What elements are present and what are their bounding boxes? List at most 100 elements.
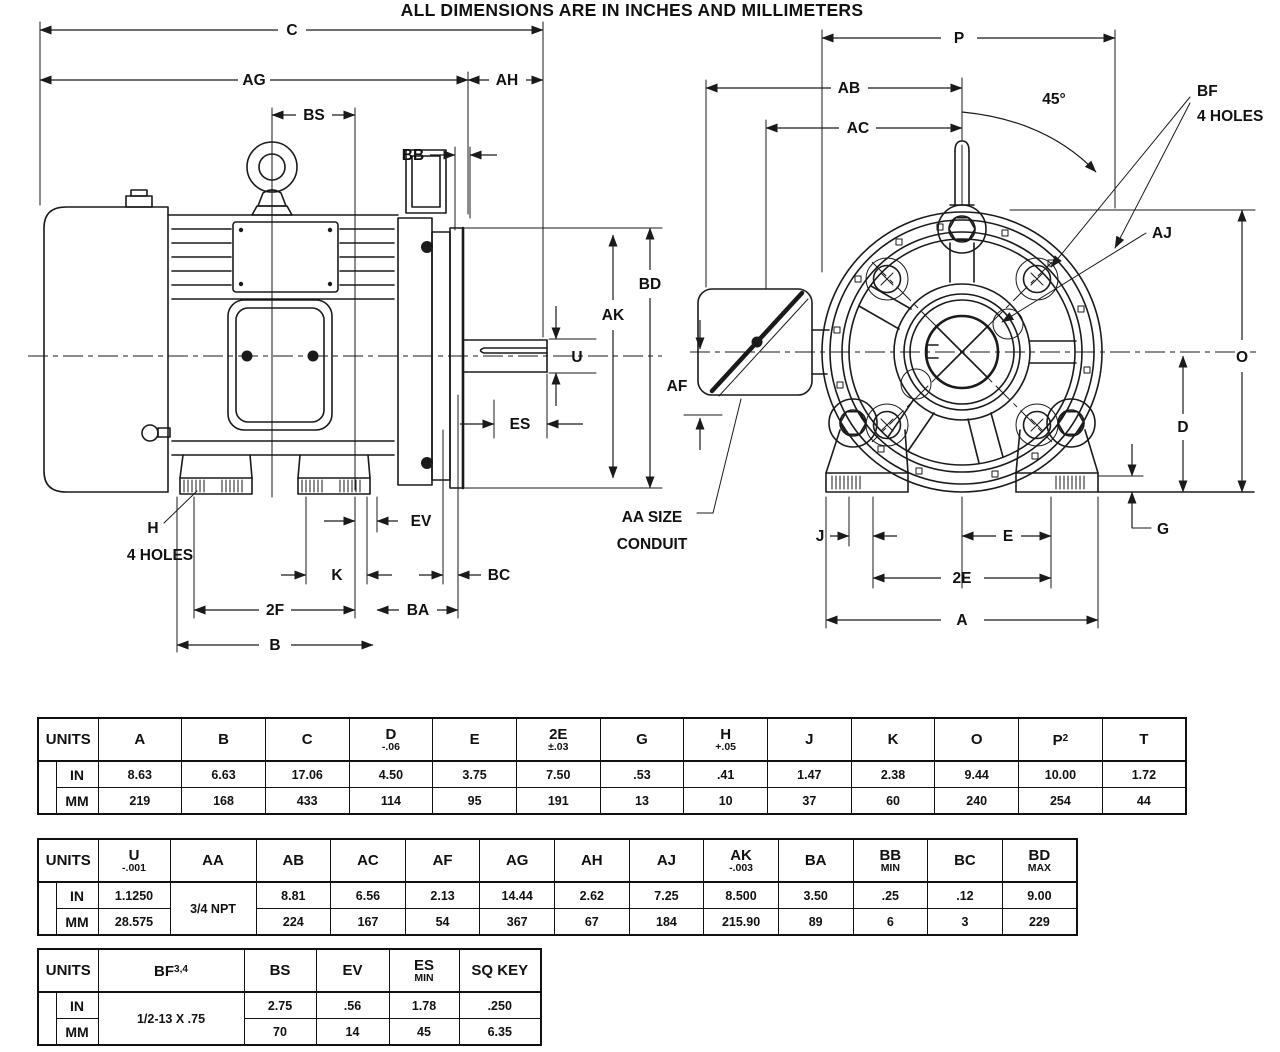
- value-cell: 224: [255, 908, 332, 936]
- column-header: EV: [315, 948, 390, 993]
- column-header-main: O: [970, 731, 983, 748]
- value-cell: 3.50: [777, 881, 854, 909]
- shaft-bore: [924, 314, 1000, 390]
- column-header-main: BA: [804, 852, 827, 869]
- drain-plug: [141, 424, 159, 442]
- column-header-main: J: [805, 731, 814, 748]
- dim-label-a: A: [956, 612, 967, 629]
- column-header-main: B: [218, 731, 229, 748]
- units-header: UNITS: [37, 948, 99, 993]
- conduit-box: [697, 288, 830, 397]
- dim-label-ba: BA: [407, 602, 429, 619]
- rim-bolt-boss-top: [937, 204, 987, 254]
- column-header: AG: [479, 838, 555, 883]
- foot: [297, 477, 371, 495]
- column-header-main: D: [385, 725, 397, 743]
- value-cell: 13: [599, 787, 685, 815]
- value-cell: 2.62: [554, 881, 630, 909]
- value-cell: 95: [432, 787, 517, 815]
- column-header: K: [850, 717, 936, 762]
- side-view-foot-hatch: [183, 479, 361, 493]
- dim-label-j: J: [816, 528, 825, 545]
- value-cell: 6: [852, 908, 929, 936]
- column-header-main: BS: [269, 962, 291, 979]
- value-cell: 6.63: [181, 760, 266, 788]
- column-header: BF3,4: [97, 948, 245, 993]
- column-header-main: BD: [1028, 846, 1051, 864]
- column-header-main: AF: [432, 852, 453, 869]
- front-view-dimensions: P AB AC 45° BF 4 HOLES AJ O D G J E 2E A…: [617, 29, 1263, 629]
- value-cell: 433: [264, 787, 350, 815]
- column-header: G: [599, 717, 685, 762]
- foot: [1015, 472, 1099, 493]
- column-header: AB: [255, 838, 332, 883]
- dim-label-45deg: 45°: [1042, 91, 1065, 108]
- row-label: IN: [55, 991, 99, 1019]
- value-cell: 184: [628, 908, 705, 936]
- value-cell: 14.44: [479, 881, 555, 909]
- column-header: T: [1101, 717, 1187, 762]
- value-cell: .25: [852, 881, 929, 909]
- value-cell: 1.78: [388, 991, 460, 1019]
- foot: [179, 477, 253, 495]
- value-cell: .53: [599, 760, 685, 788]
- column-header-tolerance: MIN: [880, 861, 900, 874]
- value-cell: 1.47: [767, 760, 852, 788]
- column-header: J: [767, 717, 852, 762]
- units-spacer: [37, 992, 57, 1046]
- value-cell: 10.00: [1018, 760, 1103, 788]
- dim-label-e: E: [1003, 528, 1013, 545]
- column-header-main: BC: [954, 852, 976, 869]
- units-spacer: [37, 761, 57, 815]
- column-header: AC: [330, 838, 406, 883]
- column-header: AK-.003: [703, 838, 779, 883]
- dim-label-g: G: [1157, 521, 1169, 538]
- column-header-main: AJ: [656, 852, 677, 869]
- column-header-tolerance: -.001: [122, 861, 146, 874]
- side-view-motor-body: [43, 141, 548, 495]
- value-cell: 10: [683, 787, 768, 815]
- value-cell: 114: [348, 787, 434, 815]
- value-cell: 215.90: [703, 908, 779, 936]
- column-header-main: AA: [202, 852, 224, 869]
- column-header-main: SQ KEY: [471, 962, 529, 979]
- column-header: B: [181, 717, 266, 762]
- column-header-main: AB: [282, 852, 305, 869]
- dim-label-u: U: [571, 349, 582, 366]
- note-h: H: [147, 520, 158, 537]
- column-header: E: [432, 717, 517, 762]
- value-cell: 9.44: [934, 760, 1020, 788]
- dim-label-aj: AJ: [1152, 225, 1172, 242]
- units-header: UNITS: [37, 717, 99, 762]
- column-header-main: 2E: [549, 725, 568, 743]
- spokes: [858, 242, 1077, 464]
- value-cell: 1.72: [1101, 760, 1187, 788]
- column-header-main: C: [301, 731, 313, 748]
- row-label: MM: [55, 908, 99, 936]
- row-label: MM: [55, 787, 99, 815]
- value-cell: 14: [315, 1018, 390, 1046]
- dim-label-ev: EV: [411, 513, 432, 530]
- column-header: O: [934, 717, 1020, 762]
- value-cell: 2.13: [404, 881, 481, 909]
- column-header: C: [264, 717, 350, 762]
- column-header-tolerance: MIN: [414, 971, 434, 984]
- value-cell: 168: [181, 787, 266, 815]
- column-header-main: AC: [357, 852, 379, 869]
- dim-label-bb: BB: [402, 147, 424, 164]
- dim-label-bc: BC: [488, 567, 510, 584]
- value-cell: 3.75: [432, 760, 517, 788]
- eye-bolt-front: [949, 140, 975, 206]
- column-header-main: P2: [1052, 732, 1069, 749]
- dim-label-ak: AK: [602, 307, 625, 324]
- dim-label-ag: AG: [242, 72, 265, 89]
